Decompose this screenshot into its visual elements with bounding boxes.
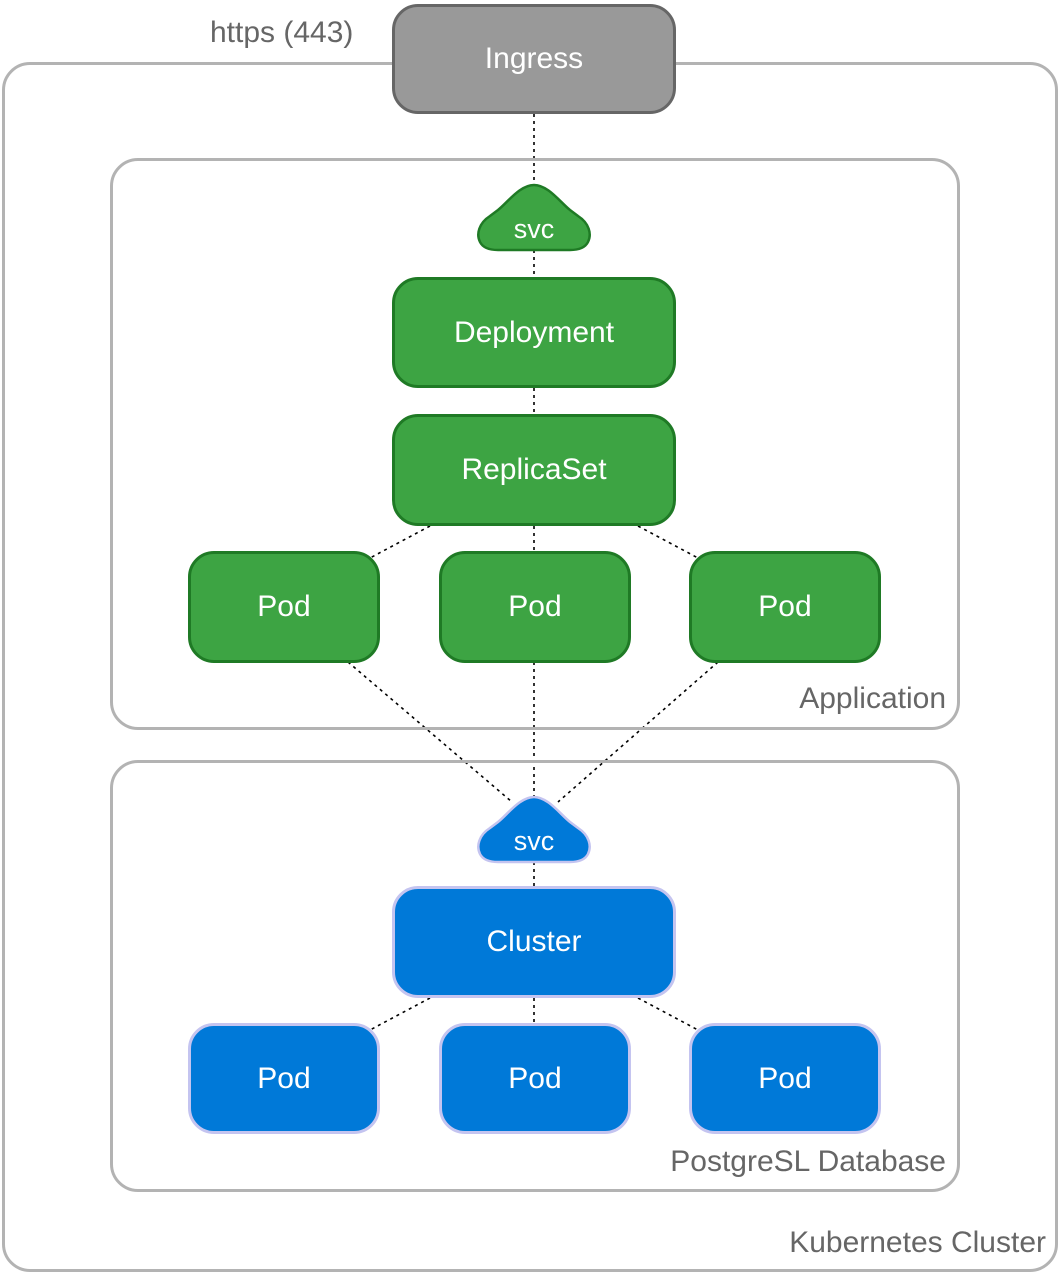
application-pod-label: Pod bbox=[508, 590, 562, 623]
application-pod-label: Pod bbox=[758, 590, 812, 623]
svc-shape-icon bbox=[477, 795, 591, 864]
database-pod-node[interactable]: Pod bbox=[439, 1023, 631, 1134]
application-frame bbox=[110, 158, 960, 730]
deployment-node[interactable]: Deployment bbox=[392, 277, 676, 388]
application-svc-label: svc bbox=[513, 214, 555, 244]
database-pod-label: Pod bbox=[508, 1061, 562, 1095]
svc-shape-icon bbox=[477, 183, 591, 252]
application-svc-node[interactable]: svc bbox=[474, 182, 594, 254]
database-svc-label: svc bbox=[513, 826, 555, 856]
application-pod-node[interactable]: Pod bbox=[689, 551, 881, 663]
connector-replicaset-pod-1 bbox=[369, 525, 431, 559]
ingress-port-label: https (443) bbox=[210, 16, 354, 49]
connector-cluster-pod-3 bbox=[637, 997, 699, 1031]
database-frame bbox=[110, 760, 960, 1192]
replicaset-node-label: ReplicaSet bbox=[461, 453, 607, 486]
database-frame-label: PostgreSL Database bbox=[670, 1145, 946, 1178]
connector-apppod1-dbsvc bbox=[347, 661, 513, 803]
application-pod-node[interactable]: Pod bbox=[188, 551, 380, 663]
database-pod-label: Pod bbox=[758, 1061, 812, 1095]
deployment-node-label: Deployment bbox=[453, 315, 615, 349]
kubernetes-cluster-label: Kubernetes Cluster bbox=[789, 1226, 1046, 1259]
connector-replicaset-pod-3 bbox=[637, 525, 699, 559]
application-pod-label: Pod bbox=[257, 590, 311, 623]
application-pod-node[interactable]: Pod bbox=[439, 551, 631, 663]
connector-cluster-pod-1 bbox=[369, 997, 431, 1031]
ingress-node-label: Ingress bbox=[484, 42, 584, 75]
application-frame-label: Application bbox=[799, 682, 946, 715]
database-cluster-node[interactable]: Cluster bbox=[392, 886, 676, 998]
ingress-node[interactable]: Ingress bbox=[392, 4, 676, 114]
replicaset-node[interactable]: ReplicaSet bbox=[392, 414, 676, 526]
database-svc-node[interactable]: svc bbox=[474, 794, 594, 866]
connector-apppod3-dbsvc bbox=[557, 661, 719, 803]
database-pod-label: Pod bbox=[257, 1061, 311, 1095]
database-cluster-label: Cluster bbox=[486, 925, 582, 958]
database-pod-node[interactable]: Pod bbox=[188, 1023, 380, 1134]
database-pod-node[interactable]: Pod bbox=[689, 1023, 881, 1134]
